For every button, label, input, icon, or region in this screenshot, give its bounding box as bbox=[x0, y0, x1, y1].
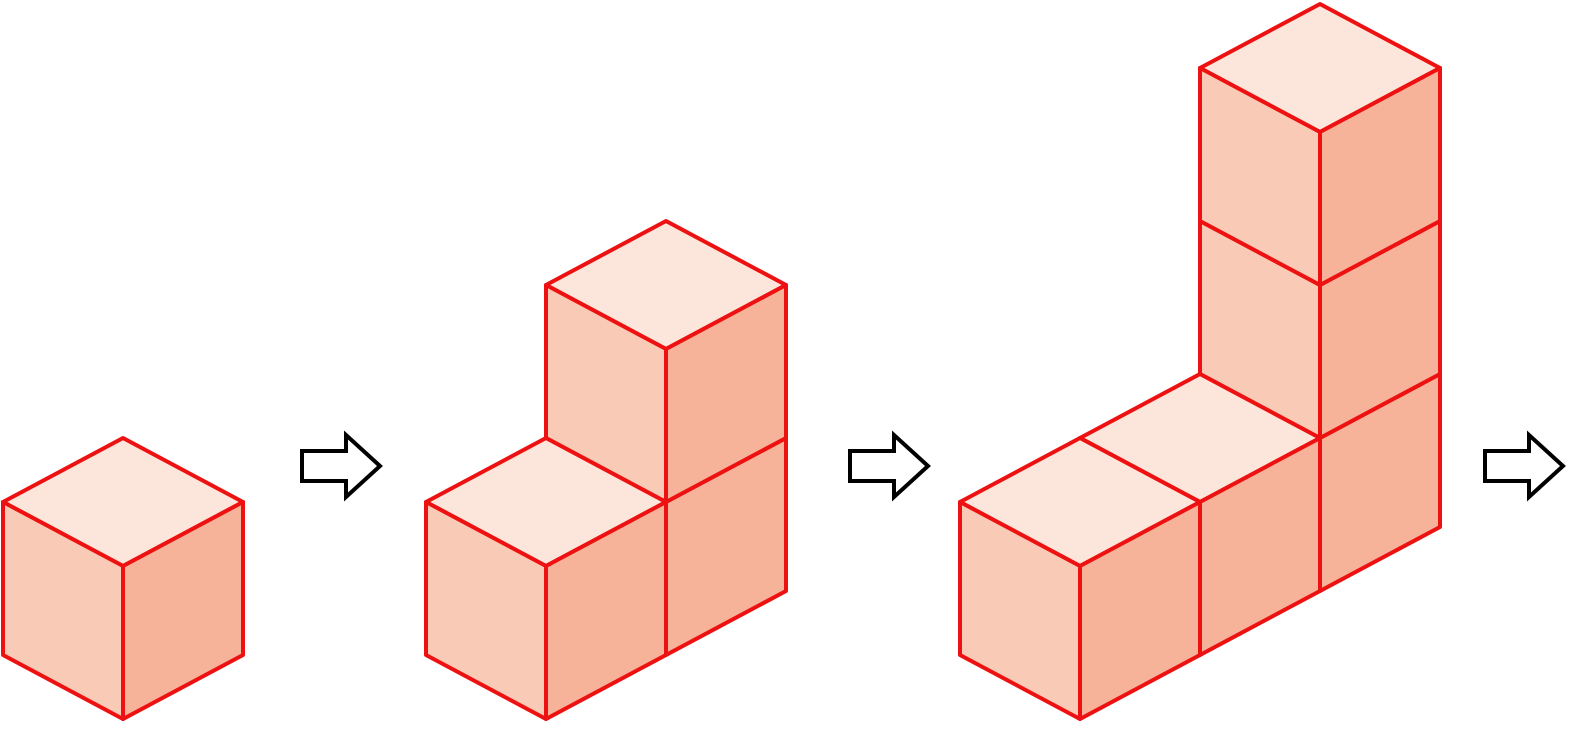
figure-stage-1 bbox=[1, 436, 245, 721]
cube-right-face bbox=[1318, 66, 1442, 287]
figure-stage-3 bbox=[958, 2, 1442, 721]
cube-1 bbox=[1, 436, 245, 721]
cube-2 bbox=[544, 219, 788, 504]
cube-right-face bbox=[1078, 500, 1202, 721]
arrow-1 bbox=[300, 430, 383, 502]
right-arrow-icon bbox=[848, 430, 931, 502]
arrow-3 bbox=[1483, 430, 1566, 502]
cube-right-face bbox=[121, 500, 245, 721]
cube-5 bbox=[958, 436, 1202, 721]
right-arrow-icon bbox=[300, 430, 383, 502]
cube-3 bbox=[424, 436, 668, 721]
cube-right-face bbox=[664, 283, 788, 504]
cube-3 bbox=[1198, 2, 1442, 287]
right-arrow-icon bbox=[1483, 430, 1566, 502]
arrow-2 bbox=[848, 430, 931, 502]
figure-stage-2 bbox=[424, 219, 788, 721]
cube-right-face bbox=[544, 500, 668, 721]
